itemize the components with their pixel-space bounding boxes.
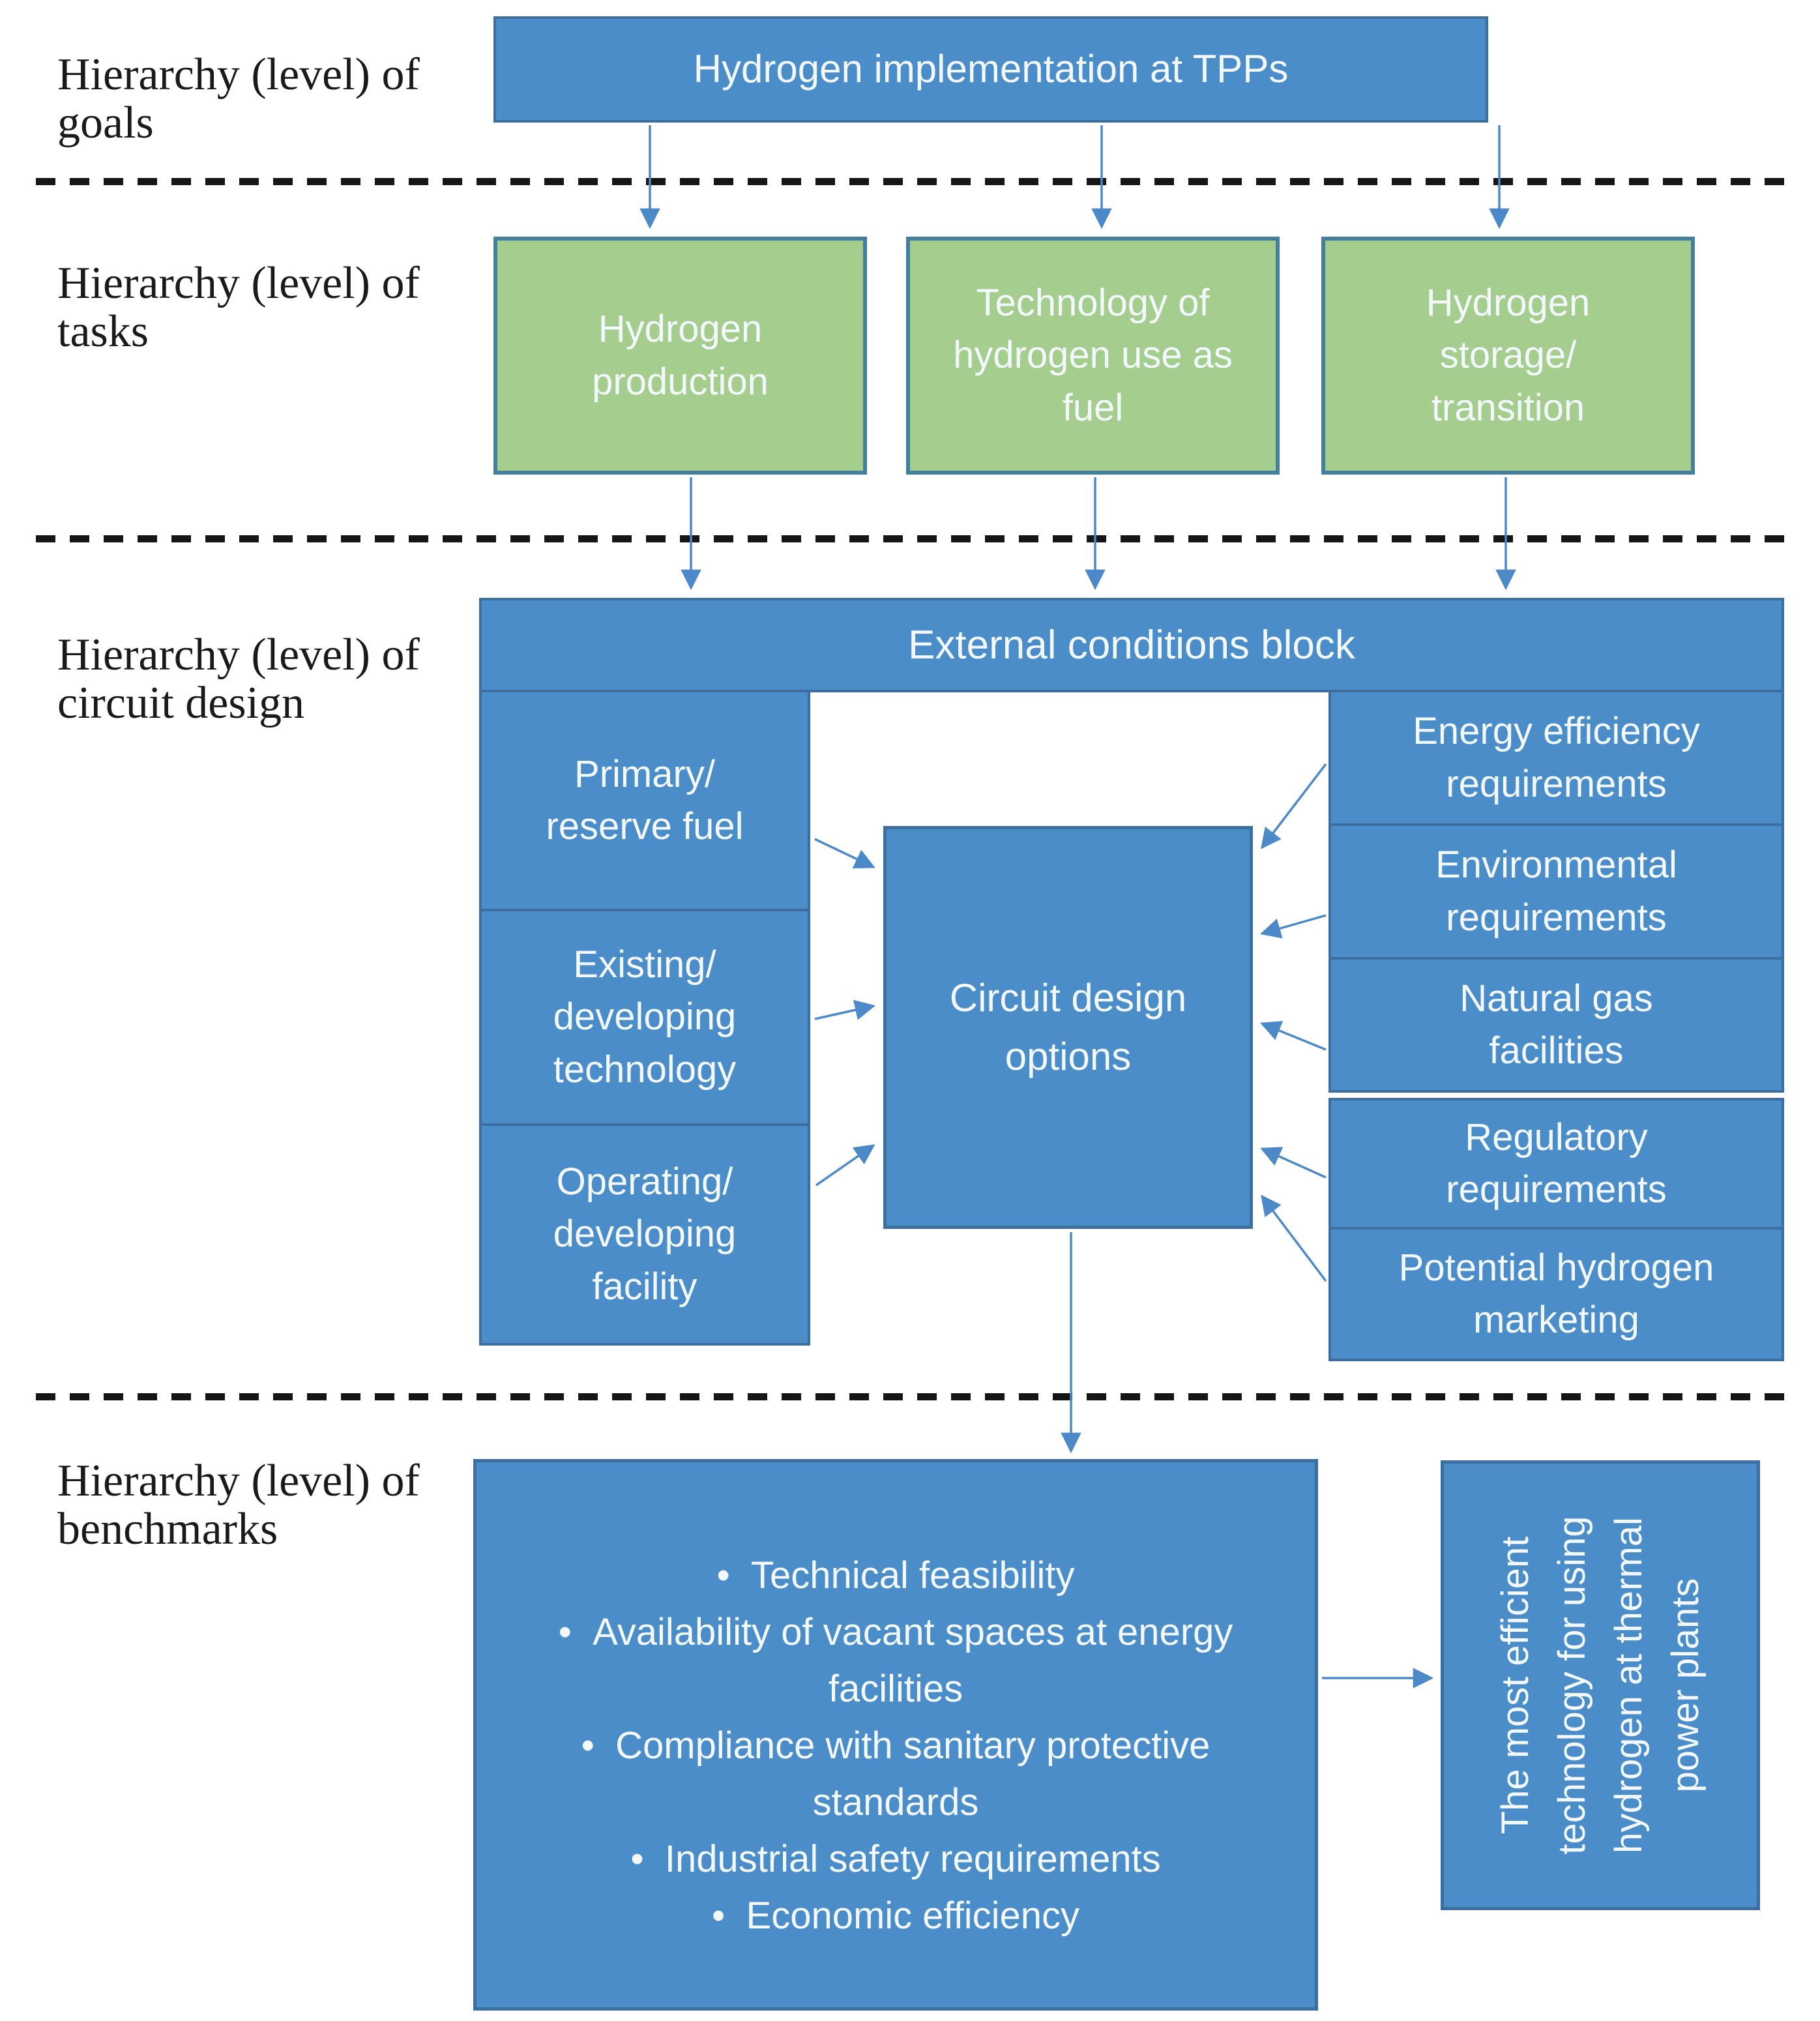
left-box-text: Primary/reserve fuel bbox=[546, 752, 744, 848]
external-conditions-text: External conditions block bbox=[908, 622, 1355, 668]
arrow-primary-fuel-to-center bbox=[814, 838, 875, 868]
label-line: Hierarchy (level) of bbox=[57, 1456, 420, 1506]
benchmark-item: • Compliance with sanitary protective st… bbox=[581, 1724, 1211, 1823]
label-hierarchy-circuit-design: Hierarchy (level) of circuit design bbox=[57, 631, 420, 727]
arrow-environmental-to-center bbox=[1259, 914, 1327, 939]
label-line: Hierarchy (level) of bbox=[57, 258, 420, 308]
label-line: benchmarks bbox=[57, 1503, 278, 1554]
arrow-natural-gas-to-center bbox=[1260, 1021, 1327, 1051]
label-hierarchy-goals: Hierarchy (level) of goals bbox=[57, 51, 420, 147]
label-hierarchy-benchmarks: Hierarchy (level) of benchmarks bbox=[57, 1457, 420, 1553]
goal-box-hydrogen-implementation: Hydrogen implementation at TPPs bbox=[493, 16, 1488, 123]
arrow-operating-facility-to-center bbox=[815, 1144, 875, 1187]
external-conditions-block: External conditions block bbox=[479, 598, 1784, 692]
benchmark-item: • Technical feasibility bbox=[716, 1554, 1075, 1597]
goal-box-text: Hydrogen implementation at TPPs bbox=[693, 47, 1289, 91]
label-line: Hierarchy (level) of bbox=[57, 50, 420, 100]
benchmarks-box: • Technical feasibility • Availability of… bbox=[473, 1459, 1318, 2011]
label-line: Hierarchy (level) of bbox=[57, 630, 420, 680]
label-line: tasks bbox=[57, 306, 149, 357]
arrow-energy-efficiency-to-center bbox=[1261, 763, 1327, 849]
benchmark-item: • Availability of vacant spaces at energ… bbox=[558, 1611, 1233, 1710]
arrow-marketing-to-center bbox=[1261, 1194, 1327, 1282]
arrow-existing-technology-to-center bbox=[814, 999, 876, 1020]
level-separator-3 bbox=[36, 1393, 1789, 1400]
label-line: circuit design bbox=[57, 677, 305, 728]
level-separator-2 bbox=[36, 535, 1789, 542]
benchmark-list: • Technical feasibility • Availability of… bbox=[522, 1547, 1269, 1944]
left-box-primary-reserve-fuel: Primary/reserve fuel bbox=[479, 690, 810, 911]
label-line: goals bbox=[57, 97, 154, 148]
level-separator-1 bbox=[36, 178, 1789, 185]
benchmark-item: • Industrial safety requirements bbox=[630, 1838, 1161, 1880]
label-hierarchy-tasks: Hierarchy (level) of tasks bbox=[57, 259, 420, 355]
arrow-regulatory-to-center bbox=[1260, 1147, 1327, 1179]
benchmark-item: • Economic efficiency bbox=[711, 1895, 1080, 1937]
